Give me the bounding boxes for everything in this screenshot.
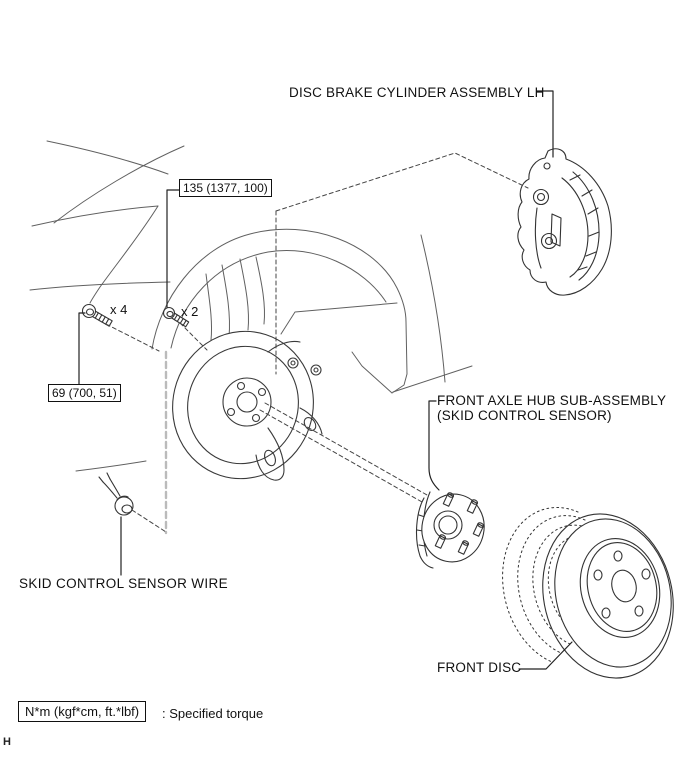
- axle-hub-drawing: [415, 491, 485, 569]
- footer-mark: H: [3, 736, 11, 748]
- label-leader-lines: [78, 90, 573, 670]
- car-body-outline: [29, 140, 473, 472]
- front-disc-label: FRONT DISC: [437, 660, 522, 675]
- knuckle-dust-shield-drawing: [172, 330, 323, 481]
- front-disc-drawing: [502, 506, 674, 679]
- dashed-assembly-lines: [99, 152, 529, 533]
- hub-bolt-x4-drawing: [81, 303, 113, 327]
- hub-label: FRONT AXLE HUB SUB-ASSEMBLY (SKID CONTRO…: [437, 393, 666, 423]
- torque-spec-69: 69 (700, 51): [48, 384, 121, 402]
- caliper-bolt-x2-drawing: [162, 306, 190, 328]
- quantity-x2: x 2: [181, 304, 199, 319]
- hub-label-line1: FRONT AXLE HUB SUB-ASSEMBLY: [437, 393, 667, 408]
- legend-note: : Specified torque: [162, 706, 264, 721]
- skid-control-sensor-drawing: [98, 472, 134, 516]
- fender-liner-drawing: [151, 228, 408, 394]
- sensor-wire-label: SKID CONTROL SENSOR WIRE: [19, 576, 228, 591]
- wheel-studs: [434, 492, 485, 555]
- torque-spec-135: 135 (1377, 100): [179, 179, 272, 197]
- legend-units-box: N*m (kgf*cm, ft.*lbf): [18, 701, 147, 722]
- disc-vent-texture: [502, 506, 598, 663]
- brake-caliper-drawing: [517, 148, 612, 296]
- caliper-label: DISC BRAKE CYLINDER ASSEMBLY LH: [289, 85, 545, 100]
- quantity-x4: x 4: [110, 302, 128, 317]
- hub-label-line2: (SKID CONTROL SENSOR): [437, 408, 612, 423]
